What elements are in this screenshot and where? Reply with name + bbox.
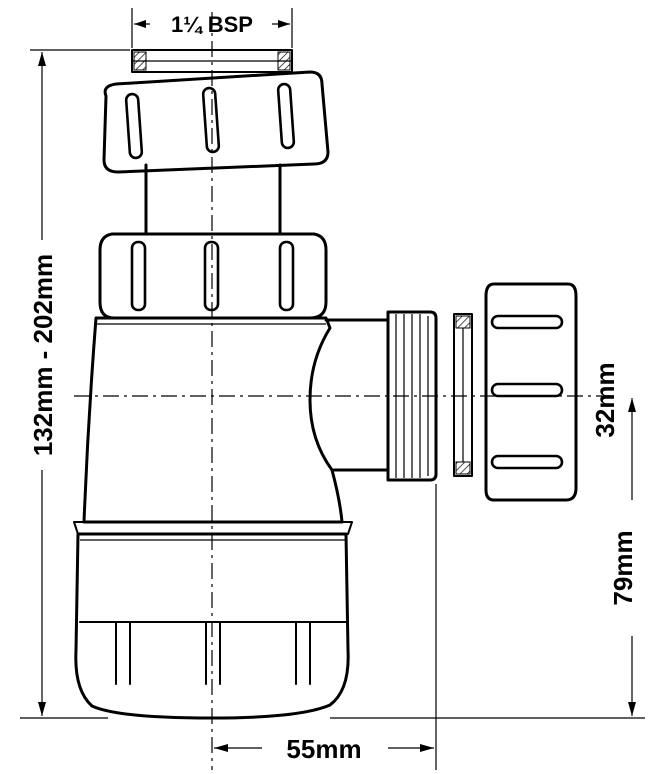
thread-dimension [131,8,293,48]
outlet-arm [324,310,438,482]
height-dimension [20,49,130,719]
outlet-washer [453,313,473,477]
outlet-height-dimension [330,398,645,719]
top-nut [102,70,330,174]
thread-label: 1¼ BSP [171,12,253,37]
outlet-nut [484,282,578,502]
outlet-diameter-label: 32mm [590,362,620,437]
flange-ring [73,521,353,535]
body-nut [98,232,328,320]
offset-label: 55mm [286,734,361,764]
tailpiece [144,163,282,234]
offset-dimension [214,484,437,770]
bottle-body [82,316,344,524]
outlet-height-label: 79mm [608,530,638,605]
height-label: 132mm - 202mm [28,254,58,456]
center-lines [74,12,610,770]
